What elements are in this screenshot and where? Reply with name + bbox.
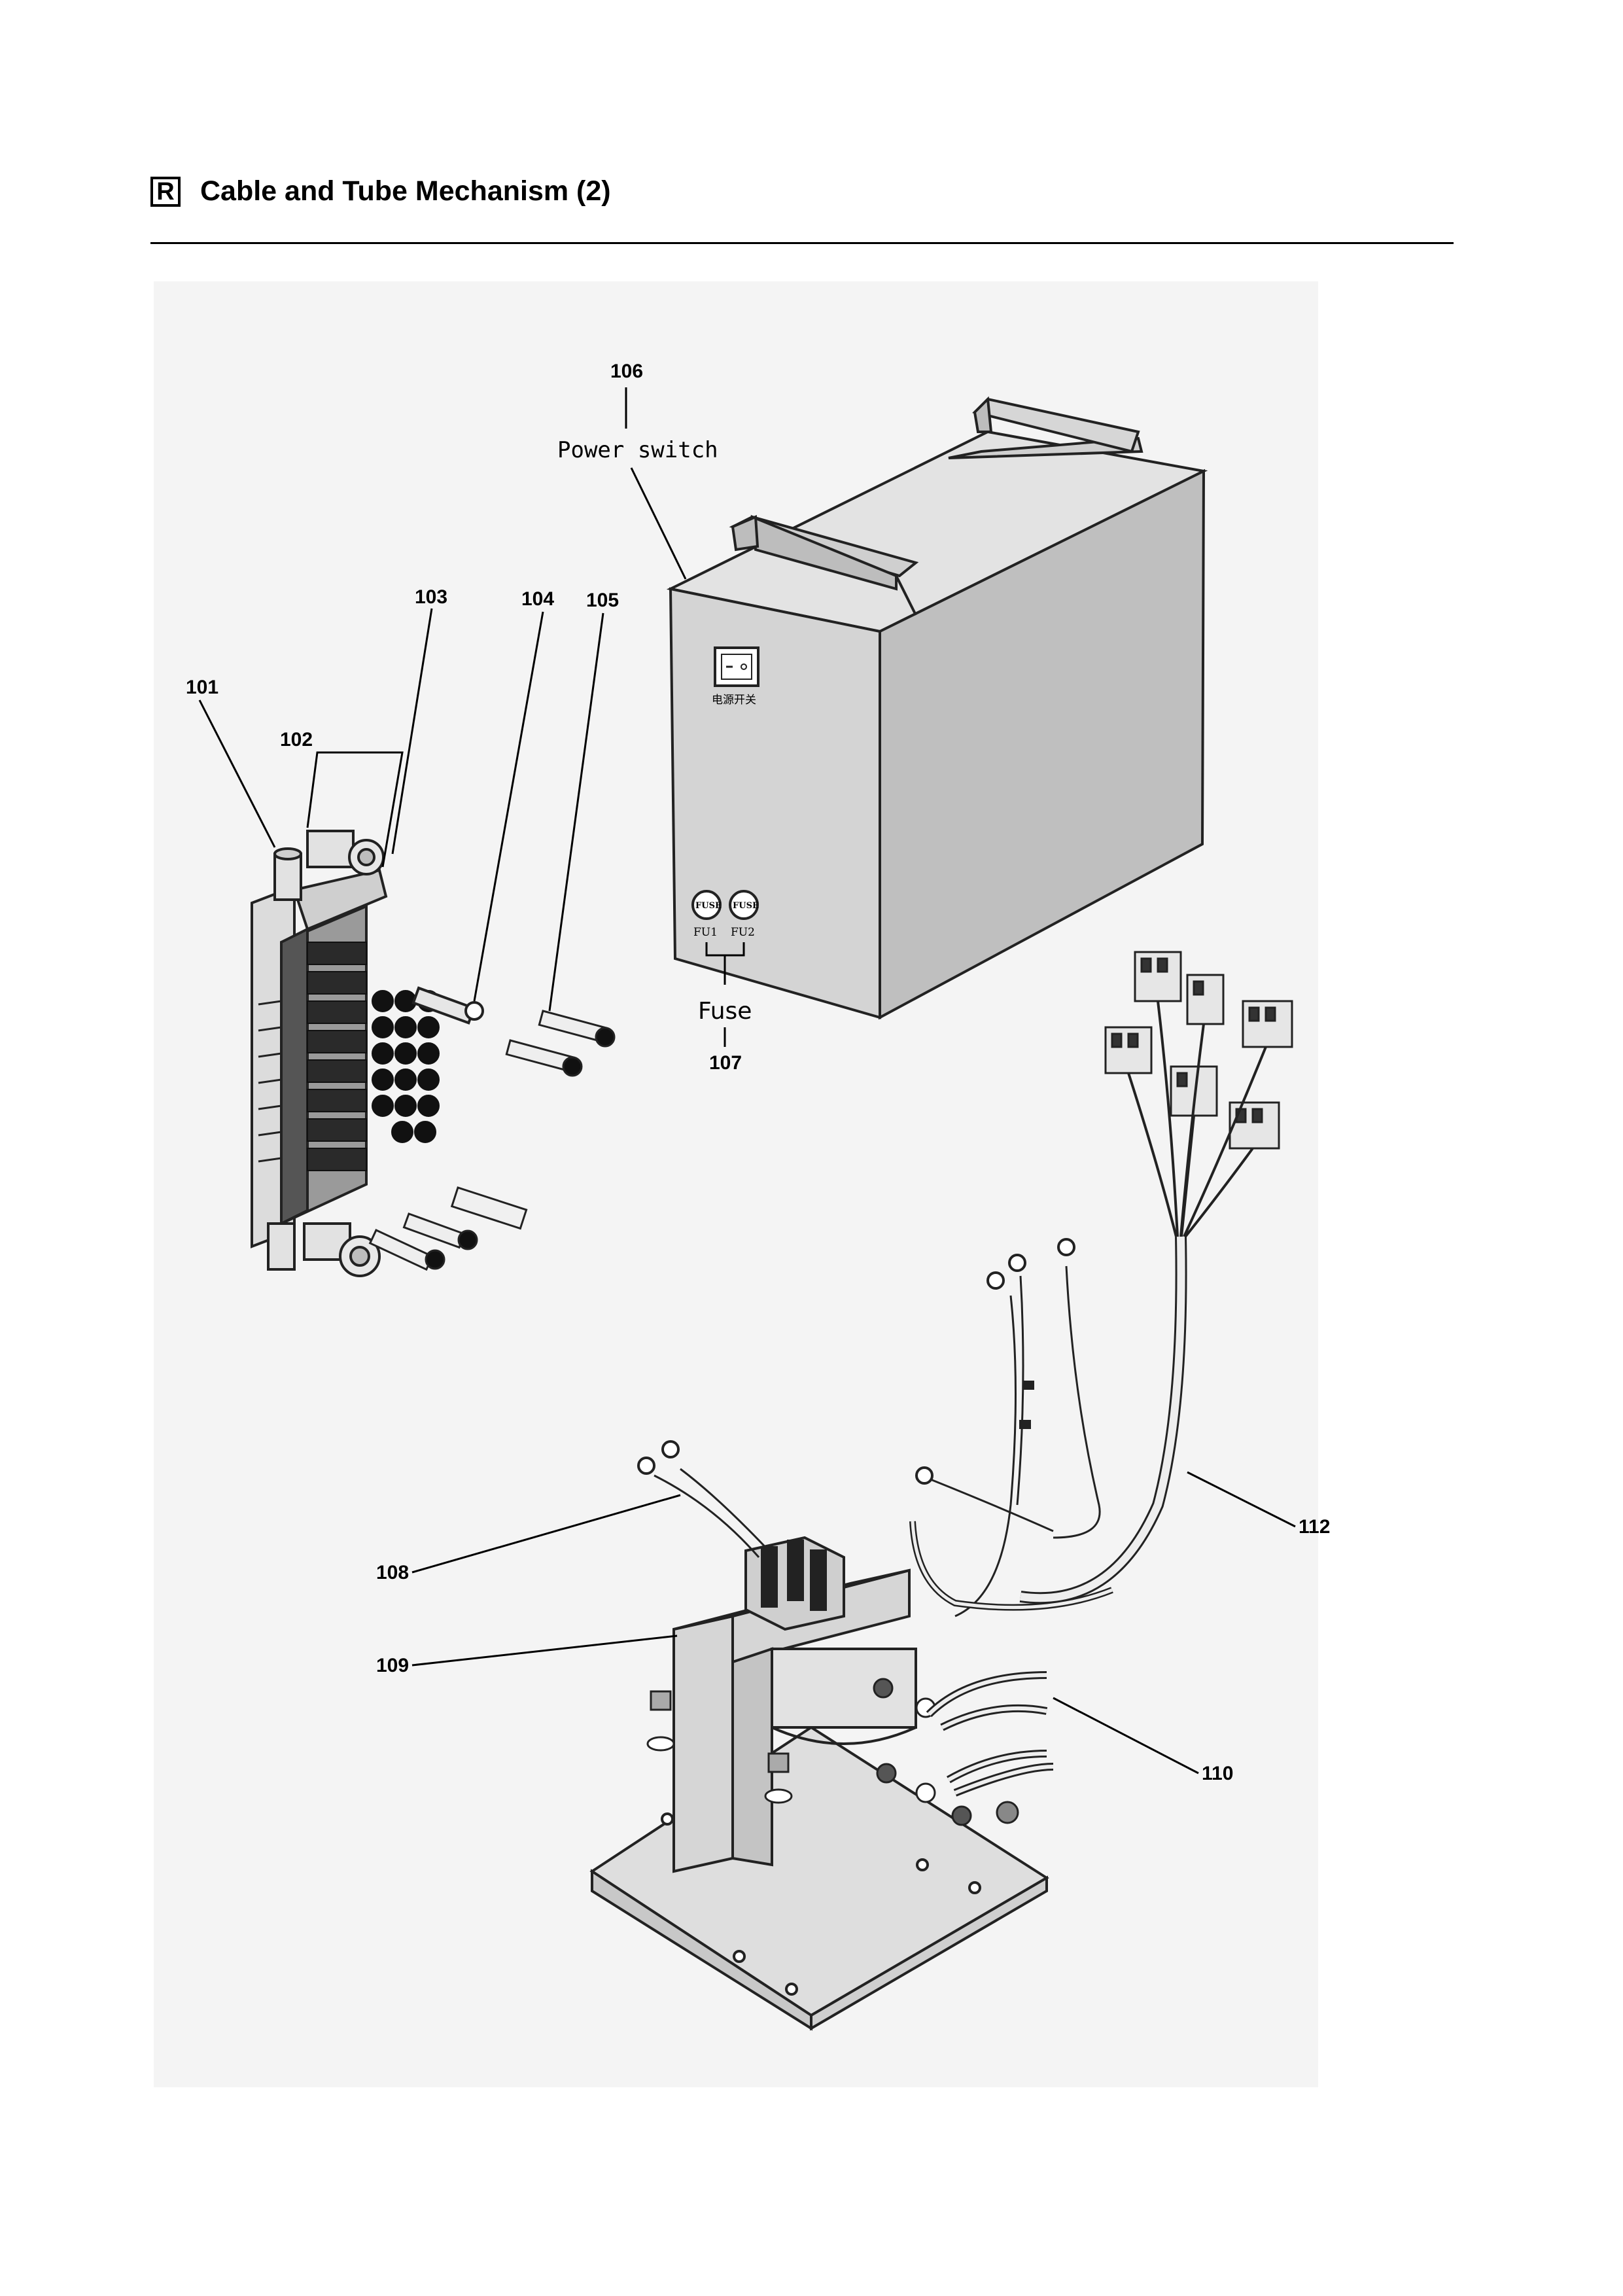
- leader-109: [411, 1634, 678, 1667]
- leader-105: [548, 612, 604, 1012]
- leader-108: [411, 1494, 681, 1574]
- mounting-bracket-right: [948, 396, 1143, 459]
- fuse1-badge: FUSE: [695, 901, 722, 911]
- power-leads-highlight: [927, 1673, 1054, 1795]
- fuse-holder-fu2: FUSE FU2: [729, 890, 759, 939]
- part-label-102: 102: [280, 729, 313, 751]
- terminal-block: [654, 1468, 845, 1631]
- power-switch-icon: 电源开关: [712, 646, 759, 707]
- header-divider: [150, 242, 1454, 244]
- part-label-110: 110: [1202, 1763, 1233, 1784]
- loose-plugs: [368, 1010, 616, 1271]
- switch-caption: 电源开关: [712, 694, 756, 707]
- power-box: [666, 430, 1208, 1020]
- ring-terminals: [637, 1238, 1075, 1485]
- part-label-104: 104: [521, 588, 554, 610]
- ring-terminal-leads: [909, 1265, 1113, 1617]
- part-label-109: 109: [376, 1655, 409, 1676]
- part-label-106: 106: [610, 361, 643, 382]
- cable-clips: [1019, 1381, 1034, 1429]
- leader-101: [198, 699, 276, 848]
- part-label-105: 105: [586, 590, 619, 611]
- fuse-callout: Fuse: [698, 998, 752, 1025]
- leader-power-switch: [630, 467, 687, 580]
- part-label-108: 108: [376, 1562, 409, 1583]
- fu2-label: FU2: [731, 926, 755, 939]
- part-label-107: 107: [709, 1052, 742, 1074]
- fuse-holder-fu1: FUSE FU1: [691, 890, 722, 939]
- leader-112: [1187, 1471, 1296, 1528]
- part-label-101: 101: [186, 677, 218, 698]
- part-label-103: 103: [415, 586, 447, 608]
- part-label-112: 112: [1299, 1516, 1330, 1538]
- power-switch-callout: Power switch: [557, 437, 718, 463]
- page-header: R Cable and Tube Mechanism (2): [150, 175, 611, 207]
- section-letter-badge: R: [150, 176, 181, 207]
- page-title: Cable and Tube Mechanism (2): [200, 175, 611, 207]
- connector-harness: [1019, 951, 1293, 1604]
- valve-manifold: [251, 830, 484, 1277]
- leader-110: [1053, 1697, 1199, 1775]
- fuse-callout-bracket: [705, 942, 745, 1047]
- mounting-bracket-left: [729, 514, 919, 616]
- leader-103: [391, 608, 433, 855]
- leader-102: [306, 751, 404, 868]
- leader-104: [473, 611, 544, 1002]
- fuse2-badge: FUSE: [733, 901, 759, 911]
- fu1-label: FU1: [693, 926, 718, 939]
